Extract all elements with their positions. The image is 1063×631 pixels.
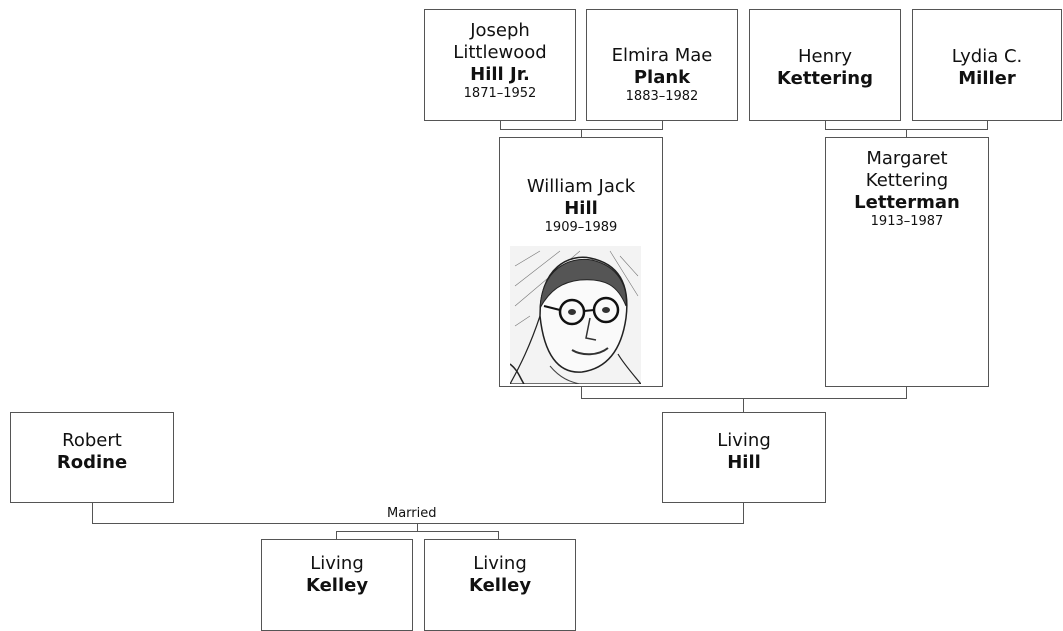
given-name: William Jack [526,176,636,197]
connector-line [500,121,501,130]
surname: Miller [958,68,1016,89]
given-name: Lydia C. [951,46,1023,67]
person-box-margaret-letterman[interactable]: Margaret Kettering Letterman 1913–1987 [825,137,989,387]
surname: Kettering [776,68,873,89]
connector-line [498,531,499,540]
surname: Kelley [305,575,369,596]
person-box-living-hill[interactable]: Living Hill [662,412,826,503]
connector-line [825,121,826,130]
connector-line [581,398,907,399]
surname: Letterman [854,192,960,213]
connector-line [987,121,988,130]
given-name: Kettering [865,170,949,191]
given-name: Living [717,430,771,451]
connector-line [662,121,663,130]
connector-line [743,398,744,412]
person-box-joseph-hill[interactable]: Joseph Littlewood Hill Jr. 1871–1952 [424,9,576,121]
surname: Hill Jr. [470,64,530,85]
life-dates: 1871–1952 [463,86,537,101]
married-label: Married [385,506,439,521]
surname: Kelley [468,575,532,596]
person-box-robert-rodine[interactable]: Robert Rodine [10,412,174,503]
person-box-elmira-plank[interactable]: Elmira Mae Plank 1883–1982 [586,9,738,121]
connector-line [906,387,907,399]
connector-line [92,503,93,524]
connector-line [417,523,418,532]
connector-line [581,129,582,137]
portrait-photo [510,246,641,384]
surname: Rodine [56,452,128,473]
person-box-lydia-miller[interactable]: Lydia C. Miller [912,9,1062,121]
surname: Hill [564,198,598,219]
life-dates: 1913–1987 [870,214,944,229]
connector-line [336,531,499,532]
given-name: Robert [62,430,122,451]
connector-line [336,531,337,540]
given-name: Littlewood [453,42,547,63]
marriage-line [92,523,744,524]
given-name: Living [310,553,364,574]
given-name: Margaret [866,148,948,169]
person-box-henry-kettering[interactable]: Henry Kettering [749,9,901,121]
connector-line [906,129,907,137]
connector-line [743,503,744,524]
given-name: Elmira Mae [611,45,713,66]
given-name: Living [473,553,527,574]
connector-line [581,387,582,399]
life-dates: 1883–1982 [625,89,699,104]
given-name: Henry [797,46,853,67]
person-box-living-kelley-2[interactable]: Living Kelley [424,539,576,631]
given-name: Joseph [470,20,530,41]
person-box-william-hill[interactable]: William Jack Hill 1909–1989 [499,137,663,387]
person-box-living-kelley-1[interactable]: Living Kelley [261,539,413,631]
life-dates: 1909–1989 [544,220,618,235]
surname: Plank [633,67,691,88]
surname: Hill [727,452,761,473]
